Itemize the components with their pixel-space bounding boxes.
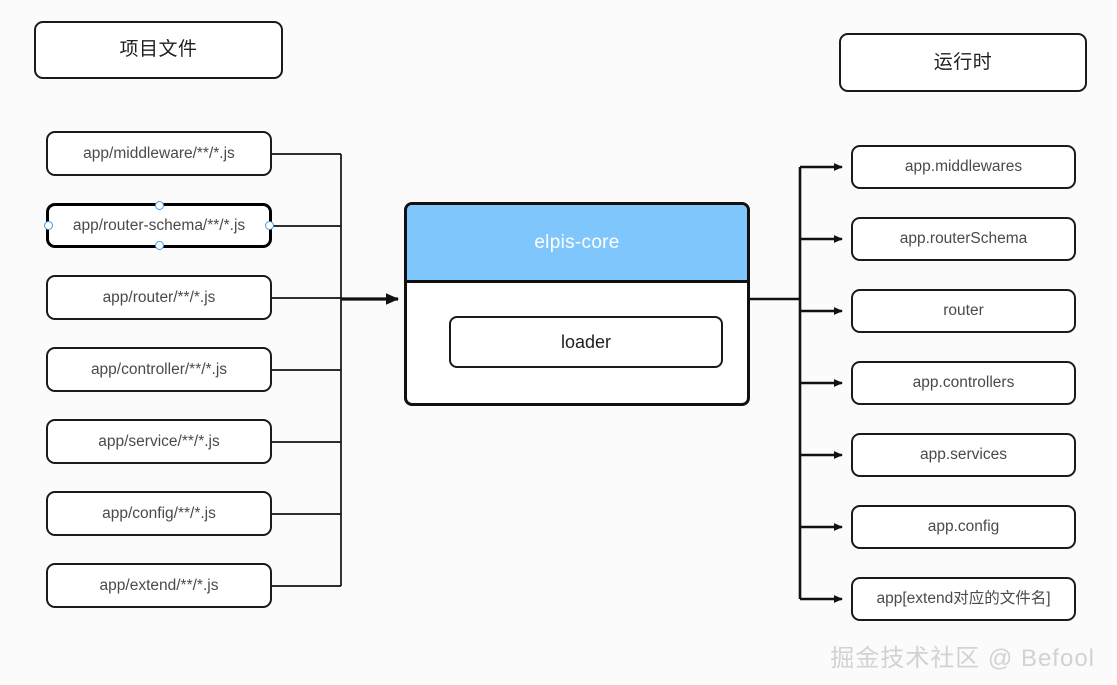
runtime-node-label: router xyxy=(943,302,984,320)
right-bus-edges xyxy=(800,163,843,603)
runtime-node-label: app.config xyxy=(927,518,1000,536)
runtime-node-router[interactable]: router xyxy=(851,289,1076,333)
runtime-node-controllers[interactable]: app.controllers xyxy=(851,361,1076,405)
runtime-node-middlewares[interactable]: app.middlewares xyxy=(851,145,1076,189)
runtime-node-label: app.services xyxy=(919,446,1007,464)
runtime-node-label: app[extend对应的文件名] xyxy=(876,590,1051,608)
selection-handle-left[interactable] xyxy=(44,221,53,230)
elpis-core-header: elpis-core xyxy=(407,205,747,283)
loader-label: loader xyxy=(560,331,612,352)
runtime-node-label: app.controllers xyxy=(912,374,1015,392)
elpis-core-node[interactable]: elpis-core loader xyxy=(404,202,750,406)
file-node-label: app/middleware/**/*.js xyxy=(83,144,235,162)
left-column-title[interactable]: 项目文件 xyxy=(34,21,283,79)
file-node-controller[interactable]: app/controller/**/*.js xyxy=(46,347,272,392)
core-to-right-bus xyxy=(750,167,802,599)
file-node-label: app/router/**/*.js xyxy=(102,288,216,306)
runtime-node-router-schema[interactable]: app.routerSchema xyxy=(851,217,1076,261)
file-node-label: app/controller/**/*.js xyxy=(90,360,228,378)
selection-handle-right[interactable] xyxy=(265,221,274,230)
file-node-extend[interactable]: app/extend/**/*.js xyxy=(46,563,272,608)
loader-node[interactable]: loader xyxy=(449,316,723,368)
right-column-title[interactable]: 运行时 xyxy=(839,33,1087,92)
left-bus-edges xyxy=(272,153,342,587)
file-node-service[interactable]: app/service/**/*.js xyxy=(46,419,272,464)
right-column-title-label: 运行时 xyxy=(933,51,993,73)
runtime-node-config[interactable]: app.config xyxy=(851,505,1076,549)
file-node-router[interactable]: app/router/**/*.js xyxy=(46,275,272,320)
file-node-label: app/service/**/*.js xyxy=(98,432,220,450)
runtime-node-label: app.routerSchema xyxy=(899,230,1028,248)
file-node-label: app/router-schema/**/*.js xyxy=(72,216,246,234)
elpis-core-body: loader xyxy=(407,283,747,400)
runtime-node-services[interactable]: app.services xyxy=(851,433,1076,477)
selection-handle-bottom[interactable] xyxy=(154,241,164,250)
file-node-label: app/config/**/*.js xyxy=(102,504,216,522)
left-column-title-label: 项目文件 xyxy=(119,39,198,61)
runtime-node-extend[interactable]: app[extend对应的文件名] xyxy=(851,577,1076,621)
file-node-label: app/extend/**/*.js xyxy=(99,576,219,594)
elpis-core-title: elpis-core xyxy=(534,231,620,253)
selection-handle-top[interactable] xyxy=(154,201,164,210)
file-node-config[interactable]: app/config/**/*.js xyxy=(46,491,272,536)
file-node-router-schema[interactable]: app/router-schema/**/*.js xyxy=(44,201,274,250)
runtime-node-label: app.middlewares xyxy=(904,158,1023,176)
watermark: 掘金技术社区 @ Befool xyxy=(830,645,1095,672)
file-node-middleware[interactable]: app/middleware/**/*.js xyxy=(46,131,272,176)
